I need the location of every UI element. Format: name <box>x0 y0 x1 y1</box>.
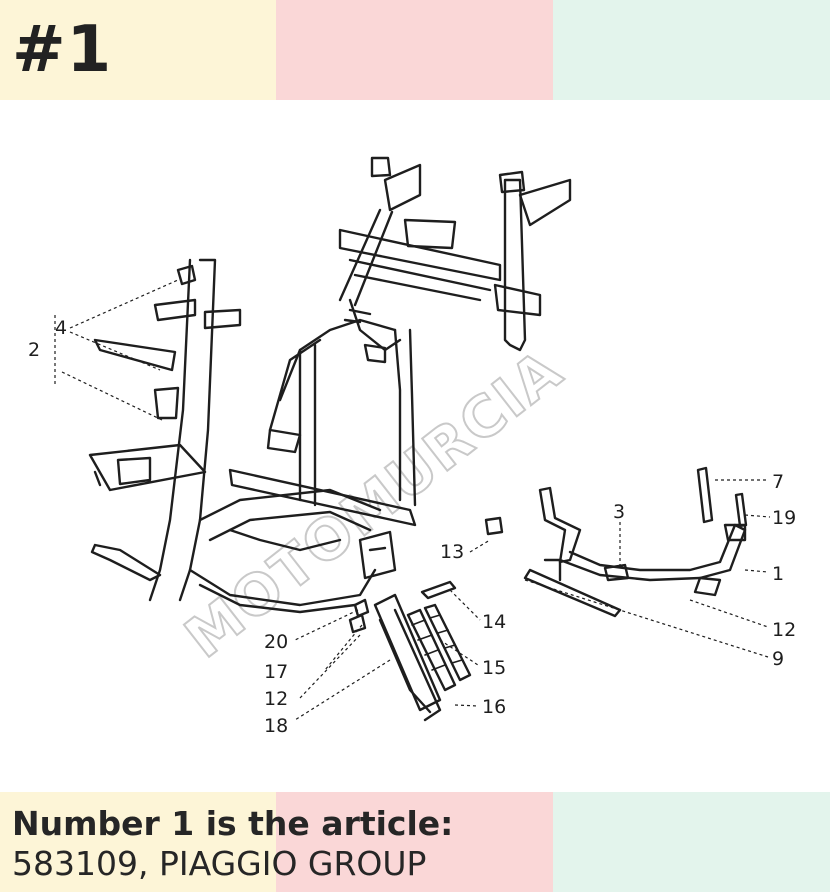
article-code: 583109, PIAGGIO GROUP <box>12 844 427 883</box>
band-green <box>553 0 830 100</box>
callout-14: 14 <box>482 611 506 633</box>
callout-13: 13 <box>440 541 464 563</box>
callout-18: 18 <box>264 715 288 737</box>
callout-15: 15 <box>482 657 506 679</box>
callout-9: 9 <box>772 648 784 670</box>
callout-12-left: 12 <box>264 688 288 710</box>
callout-20: 20 <box>264 631 288 653</box>
band-pink <box>276 792 553 892</box>
callout-17: 17 <box>264 661 288 683</box>
callout-19: 19 <box>772 507 796 529</box>
callout-12-right: 12 <box>772 619 796 641</box>
callout-4: 4 <box>55 317 67 339</box>
footer-band <box>0 792 830 892</box>
frame-drawing <box>88 156 748 722</box>
callout-3: 3 <box>613 501 625 523</box>
callout-2: 2 <box>28 339 40 361</box>
leader-lines <box>54 279 771 721</box>
band-green <box>553 792 830 892</box>
item-number-badge: #1 <box>12 13 113 87</box>
callout-7: 7 <box>772 471 784 493</box>
callout-1: 1 <box>772 563 784 585</box>
header-band <box>0 0 830 100</box>
band-yellow <box>0 0 276 100</box>
band-yellow <box>0 792 276 892</box>
band-pink <box>276 0 553 100</box>
exploded-frame-diagram: MOTOMURCIA <box>28 156 796 737</box>
callout-16: 16 <box>482 696 506 718</box>
article-caption: Number 1 is the article: <box>12 804 454 843</box>
